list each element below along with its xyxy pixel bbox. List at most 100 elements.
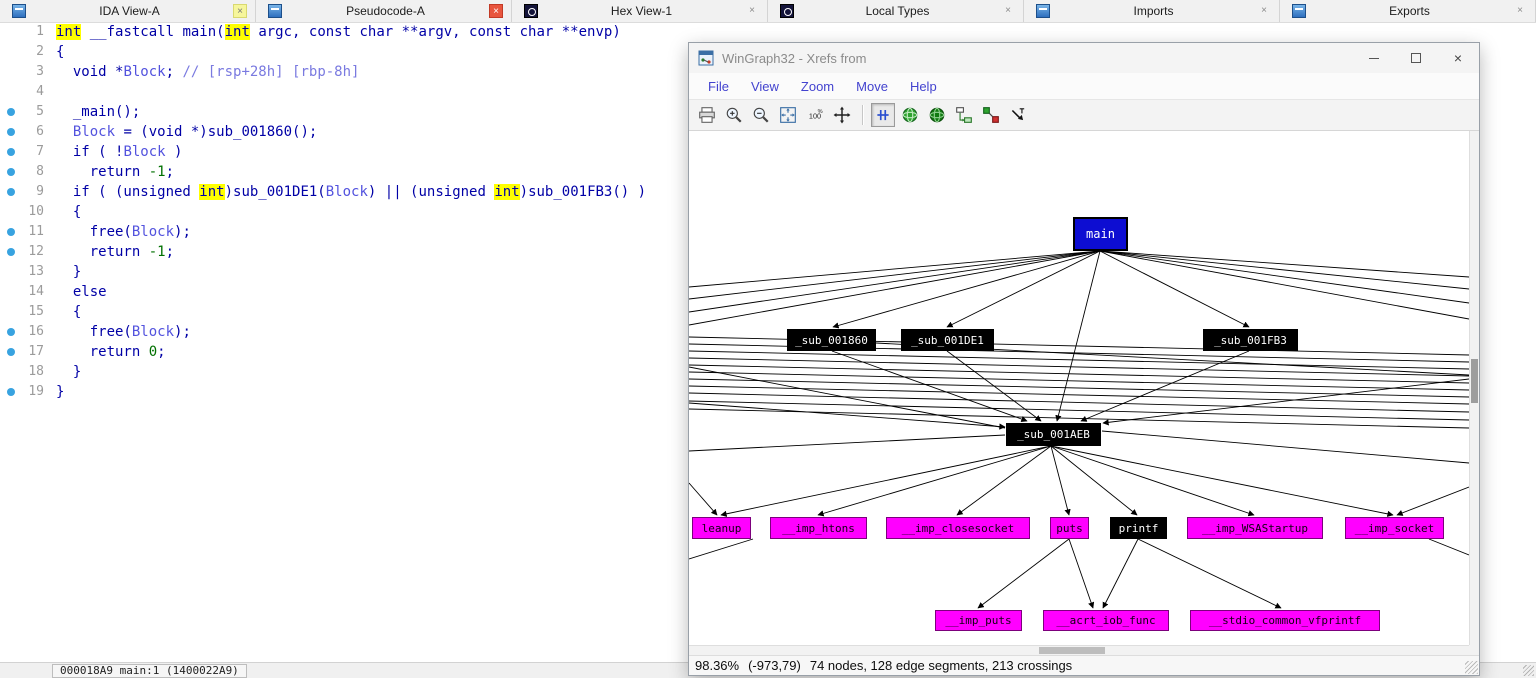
- tab-close-icon[interactable]: ×: [749, 5, 755, 16]
- code-text: free(Block);: [56, 224, 191, 240]
- code-text: _main();: [56, 104, 141, 120]
- tab-ida-view-a[interactable]: IDA View-A×: [0, 0, 256, 22]
- graph-node-sub_001860[interactable]: _sub_001860: [787, 329, 876, 351]
- code-text: if ( !Block ): [56, 144, 183, 160]
- address-dot-icon: [7, 248, 15, 256]
- sphere-dark-icon[interactable]: [925, 103, 949, 127]
- graph-node-leanup[interactable]: leanup: [692, 517, 751, 539]
- graph-node-imp_socket[interactable]: __imp_socket: [1345, 517, 1444, 539]
- graph-cursor-coords: (-973,79): [748, 658, 801, 673]
- code-gutter: 19: [0, 382, 48, 402]
- tab-label: Hex View-1: [610, 4, 673, 18]
- nodes-icon[interactable]: [979, 103, 1003, 127]
- menu-view[interactable]: View: [750, 78, 779, 94]
- code-text: return -1;: [56, 164, 175, 180]
- vertical-scrollbar[interactable]: [1469, 131, 1479, 645]
- code-text: if ( (unsigned int)sub_001DE1(Block) || …: [56, 184, 647, 200]
- line-number: 18: [28, 364, 44, 379]
- graph-node-sub_001FB3[interactable]: _sub_001FB3: [1203, 329, 1298, 351]
- flowchart-icon[interactable]: [952, 103, 976, 127]
- graph-zoom-level: 98.36%: [695, 658, 740, 673]
- menu-file[interactable]: File: [708, 78, 729, 94]
- address-dot-icon: [7, 148, 15, 156]
- line-number: 1: [36, 24, 44, 39]
- line-number: 14: [28, 284, 44, 299]
- graph-node-imp_htons[interactable]: __imp_htons: [770, 517, 867, 539]
- code-gutter: 13: [0, 262, 48, 282]
- line-number: 11: [28, 224, 44, 239]
- code-gutter: 17: [0, 342, 48, 362]
- zoom-100-icon[interactable]: 100%: [803, 103, 827, 127]
- address-dot-icon: [7, 108, 15, 116]
- zoom-in-icon[interactable]: [722, 103, 746, 127]
- local-types-icon: [780, 4, 794, 18]
- tab-local-types[interactable]: Local Types ×: [768, 0, 1024, 22]
- tab-imports[interactable]: Imports×: [1024, 0, 1280, 22]
- code-text: free(Block);: [56, 324, 191, 340]
- menu-help[interactable]: Help: [909, 78, 937, 94]
- line-number: 16: [28, 324, 44, 339]
- wingraph-resize-grip[interactable]: [1465, 661, 1478, 674]
- tab-exports[interactable]: Exports ×: [1280, 0, 1536, 22]
- close-button[interactable]: ×: [1453, 50, 1463, 66]
- code-line: 17 return 0;: [0, 342, 1536, 362]
- exports-icon: [1292, 4, 1306, 18]
- code-text: return -1;: [56, 244, 175, 260]
- code-line: 7 if ( !Block ): [0, 142, 1536, 162]
- graph-node-imp_closesocket[interactable]: __imp_closesocket: [886, 517, 1030, 539]
- tab-close-icon[interactable]: ×: [233, 4, 247, 18]
- ida-view-icon: [12, 4, 26, 18]
- menu-zoom[interactable]: Zoom: [800, 78, 835, 94]
- ida-status-address: 000018A9 main:1 (1400022A9): [52, 663, 247, 678]
- tab-close-icon[interactable]: ×: [489, 4, 503, 18]
- tab-hex-view-1[interactable]: Hex View-1 ×: [512, 0, 768, 22]
- toolbar-separator: [862, 105, 863, 125]
- tab-label: Local Types: [865, 4, 930, 18]
- graph-node-main[interactable]: main: [1073, 217, 1128, 251]
- fit-window-icon[interactable]: [776, 103, 800, 127]
- graph-node-puts[interactable]: puts: [1050, 517, 1089, 539]
- print-icon[interactable]: [695, 103, 719, 127]
- tab-close-icon[interactable]: ×: [1005, 5, 1011, 16]
- graph-node-stdio_common_vfprintf[interactable]: __stdio_common_vfprintf: [1190, 610, 1380, 631]
- tab-label: Exports: [1389, 4, 1430, 18]
- imports-icon: [1036, 4, 1050, 18]
- maximize-button[interactable]: [1395, 43, 1437, 73]
- wingraph-toolbar: 100%: [689, 99, 1479, 131]
- window-resize-grip[interactable]: [1523, 665, 1534, 676]
- code-line: 10 {: [0, 202, 1536, 222]
- graph-node-imp_puts[interactable]: __imp_puts: [935, 610, 1022, 631]
- xrefs-arrow-icon[interactable]: [1006, 103, 1030, 127]
- horizontal-scrollbar[interactable]: [689, 645, 1469, 655]
- graph-node-sub_001DE1[interactable]: _sub_001DE1: [901, 329, 994, 351]
- vertical-scrollbar-thumb[interactable]: [1471, 359, 1478, 403]
- line-number: 17: [28, 344, 44, 359]
- code-gutter: 9: [0, 182, 48, 202]
- wingraph-titlebar[interactable]: WinGraph32 - Xrefs from ×: [689, 43, 1479, 73]
- tab-label: Pseudocode-A: [346, 4, 425, 18]
- center-icon[interactable]: [830, 103, 854, 127]
- graph-node-acrt_iob_func[interactable]: __acrt_iob_func: [1043, 610, 1169, 631]
- zoom-out-icon[interactable]: [749, 103, 773, 127]
- layout-icon[interactable]: [871, 103, 895, 127]
- address-dot-icon: [7, 188, 15, 196]
- graph-node-sub_001AEB[interactable]: _sub_001AEB: [1006, 423, 1101, 446]
- graph-node-imp_WSAStartup[interactable]: __imp_WSAStartup: [1187, 517, 1323, 539]
- line-number: 13: [28, 264, 44, 279]
- graph-node-printf[interactable]: printf: [1110, 517, 1167, 539]
- menu-move[interactable]: Move: [856, 78, 888, 94]
- sphere-icon[interactable]: [898, 103, 922, 127]
- minimize-button[interactable]: [1353, 43, 1395, 73]
- tab-pseudocode-a[interactable]: Pseudocode-A ×: [256, 0, 512, 22]
- code-gutter: 6: [0, 122, 48, 142]
- tab-close-icon[interactable]: ×: [1517, 5, 1523, 16]
- line-number: 8: [36, 164, 44, 179]
- address-dot-icon: [7, 388, 15, 396]
- code-text: else: [56, 284, 107, 300]
- code-line: 2{: [0, 42, 1536, 62]
- svg-text:100: 100: [809, 111, 821, 120]
- horizontal-scrollbar-thumb[interactable]: [1039, 647, 1105, 654]
- graph-summary: 74 nodes, 128 edge segments, 213 crossin…: [809, 658, 1073, 673]
- graph-canvas[interactable]: main _sub_001860 _sub_001DE1 _sub_001FB3 _su…: [689, 131, 1479, 655]
- tab-close-icon[interactable]: ×: [1261, 5, 1267, 16]
